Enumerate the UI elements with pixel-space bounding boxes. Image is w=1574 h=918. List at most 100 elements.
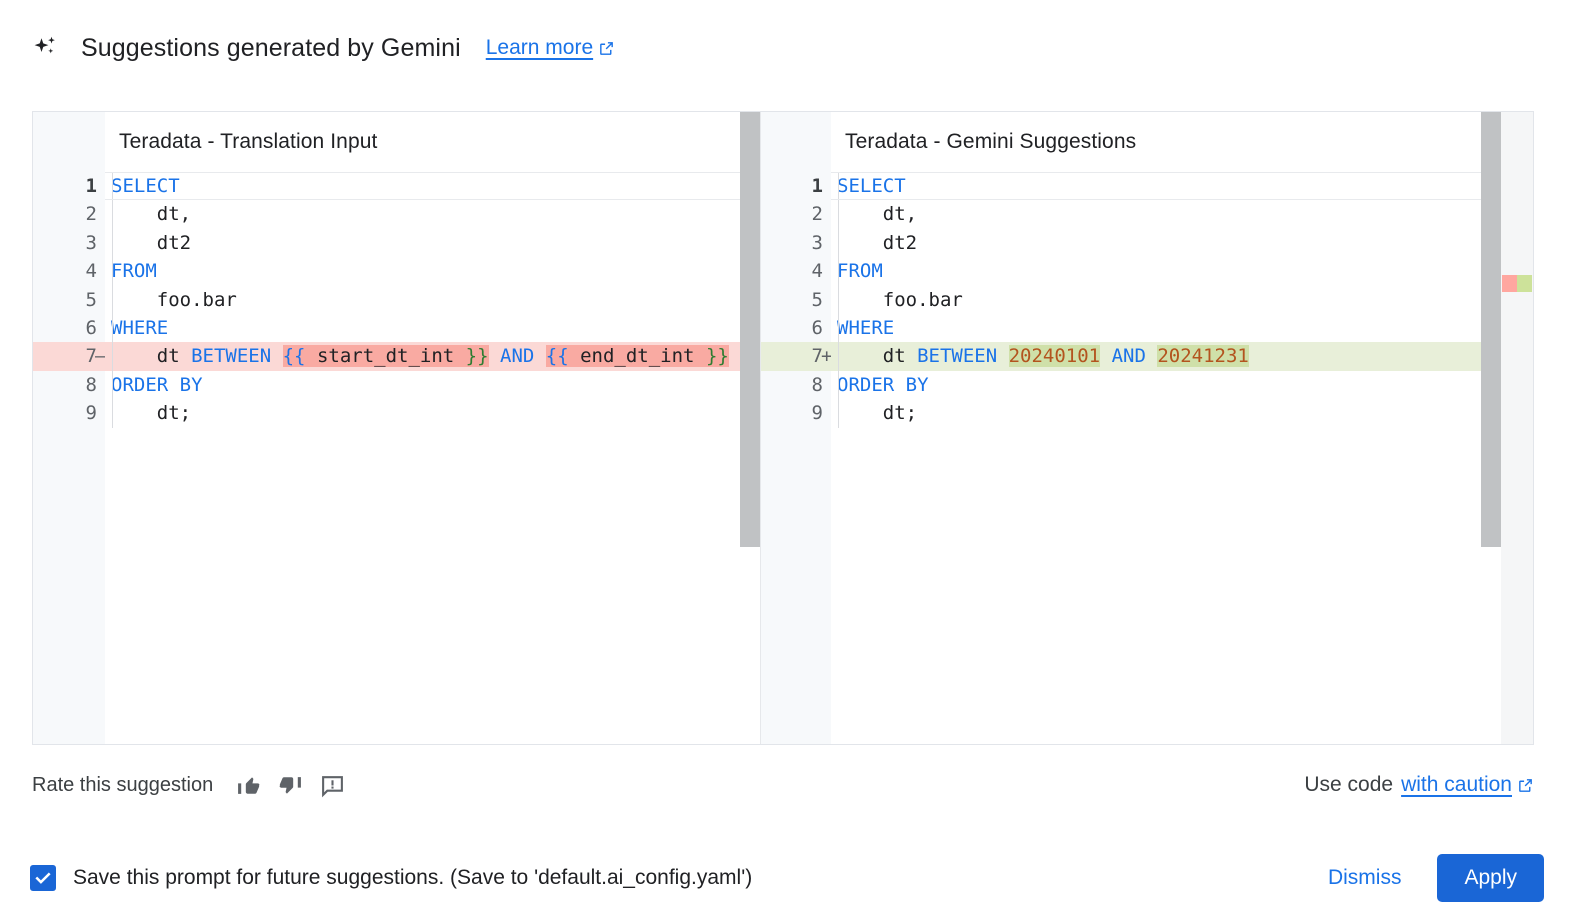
thumb-down-icon [279, 776, 301, 794]
code-token [489, 345, 500, 367]
indent-guide [838, 257, 839, 286]
line-number: 1 [85, 175, 97, 197]
line-number: 3 [85, 231, 97, 254]
code-token: {{ [282, 345, 306, 368]
diff-overview-ruler[interactable] [1501, 112, 1533, 744]
code-token: dt, [111, 203, 192, 226]
indent-guide [838, 399, 839, 428]
line-number: 9 [811, 402, 823, 425]
external-link-icon [1519, 778, 1532, 792]
indent-guide [112, 370, 113, 400]
right-code-area[interactable]: Teradata - Gemini Suggestions SELECT dt,… [831, 112, 1533, 744]
suggestions-header: Suggestions generated by Gemini Learn mo… [0, 0, 1574, 96]
code-token: AND [1111, 345, 1146, 368]
code-token: foo.bar [111, 288, 237, 311]
checkmark-icon [35, 872, 51, 884]
line-number: 4 [85, 260, 97, 283]
code-line: dt; [831, 399, 1533, 428]
code-token: ORDER BY [837, 373, 929, 396]
code-token: WHERE [111, 316, 169, 339]
right-panel-title: Teradata - Gemini Suggestions [845, 130, 1137, 153]
line-number: 6 [811, 316, 823, 339]
indent-guide [838, 342, 839, 371]
right-scrollbar-thumb[interactable] [1481, 112, 1501, 547]
rate-label: Rate this suggestion [32, 773, 214, 796]
code-token: }} [705, 345, 729, 368]
left-scrollbar-thumb[interactable] [740, 112, 760, 547]
indent-guide [838, 313, 839, 343]
sparkle-icon [34, 36, 55, 54]
code-token: FROM [111, 260, 157, 283]
report-feedback-icon [321, 775, 343, 797]
learn-more-link[interactable]: Learn more [486, 36, 615, 60]
code-token: dt; [837, 402, 918, 425]
code-line: foo.bar [105, 285, 760, 314]
line-number: 9 [85, 402, 97, 425]
code-token: dt2 [837, 231, 918, 254]
code-token [1100, 345, 1111, 367]
right-vertical-scrollbar[interactable] [1481, 112, 1501, 744]
indent-guide [838, 173, 839, 200]
with-caution-label: with caution [1401, 773, 1512, 796]
thumb-up-icon [237, 776, 260, 794]
code-token: dt, [837, 203, 918, 226]
left-vertical-scrollbar[interactable] [740, 112, 760, 744]
use-code-caution: Use code with caution [1304, 773, 1534, 797]
code-line: dt2 [831, 228, 1533, 258]
code-line: foo.bar [831, 285, 1533, 314]
with-caution-link[interactable]: with caution [1401, 773, 1534, 797]
code-token: AND [500, 345, 535, 368]
left-code-area[interactable]: Teradata - Translation Input SELECT dt, … [105, 112, 760, 744]
code-line: dt; [105, 399, 760, 428]
thumb-up-button[interactable] [235, 772, 261, 798]
use-code-label: Use code [1304, 773, 1394, 796]
code-token: dt [111, 345, 192, 368]
left-panel-title: Teradata - Translation Input [119, 130, 378, 153]
line-number: 8 [85, 373, 97, 396]
indent-guide [838, 370, 839, 400]
code-token: {{ [545, 345, 569, 368]
line-number: 2 [85, 203, 97, 226]
code-line: dt, [831, 200, 1533, 229]
line-number: 3 [811, 231, 823, 254]
code-token: dt; [111, 402, 192, 425]
code-line: WHERE [831, 313, 1533, 343]
code-token: end_dt_int [568, 345, 706, 368]
footer-actions: Dismiss Apply [1318, 854, 1544, 902]
apply-button[interactable]: Apply [1437, 854, 1544, 902]
code-token [1146, 345, 1157, 367]
code-line: dt BETWEEN 20240101 AND 20241231 [831, 342, 1533, 371]
diff-delete-marker: — [95, 345, 107, 368]
report-feedback-button[interactable] [319, 772, 345, 798]
line-number: 2 [811, 203, 823, 226]
learn-more-label: Learn more [485, 36, 594, 59]
code-token: dt2 [111, 231, 192, 254]
save-prompt-checkbox[interactable] [30, 865, 56, 891]
code-token: start_dt_int [305, 345, 466, 368]
diff-add-marker: + [821, 345, 833, 368]
code-token: BETWEEN [917, 345, 998, 368]
code-token [534, 345, 545, 367]
code-line: WHERE [105, 313, 760, 343]
page-title: Suggestions generated by Gemini [81, 33, 461, 62]
code-token: SELECT [837, 175, 906, 197]
thumb-down-button[interactable] [277, 772, 303, 798]
line-number: 7+ [761, 342, 832, 371]
code-line: SELECT [831, 172, 1533, 201]
indent-guide [112, 342, 113, 371]
indent-guide [112, 200, 113, 229]
indent-guide [112, 257, 113, 286]
save-prompt-checkbox-row[interactable]: Save this prompt for future suggestions.… [30, 865, 752, 891]
dismiss-button[interactable]: Dismiss [1318, 856, 1412, 900]
save-prompt-label: Save this prompt for future suggestions.… [73, 866, 753, 889]
code-line: SELECT [105, 172, 760, 201]
code-line: dt2 [105, 228, 760, 258]
code-line: dt BETWEEN {{ start_dt_int }} AND {{ end… [105, 342, 760, 371]
